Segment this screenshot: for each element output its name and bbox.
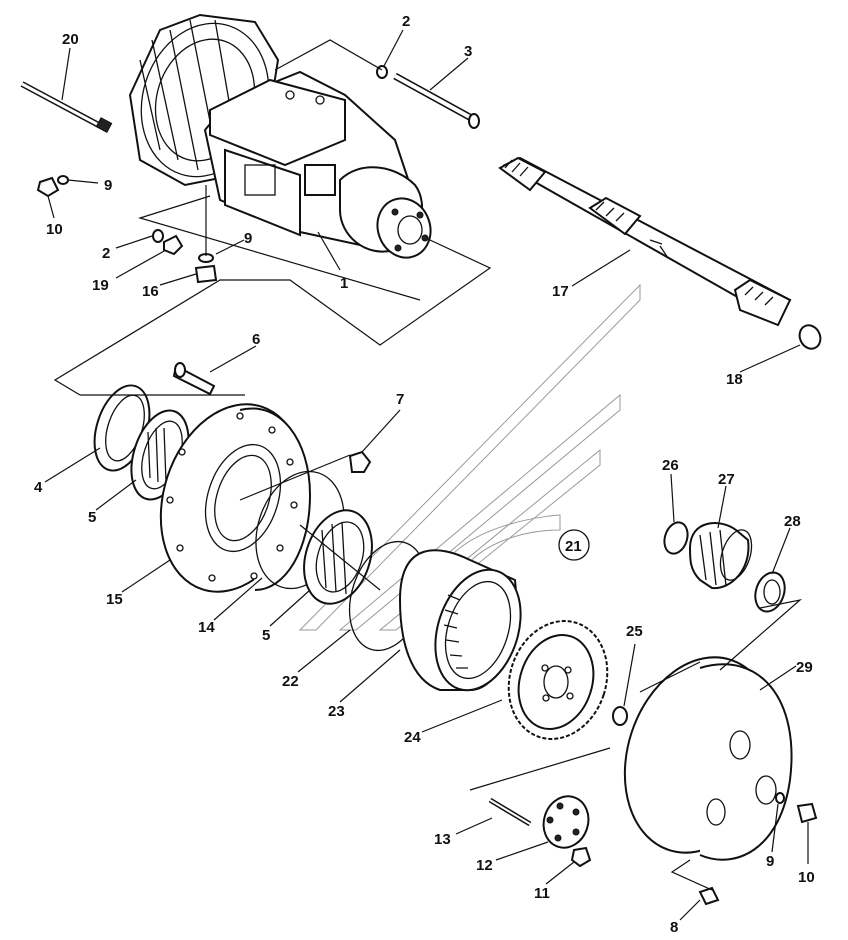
callout-17: 17 — [552, 283, 569, 300]
callout-2-left: 2 — [102, 245, 110, 262]
callout-10-left: 10 — [46, 221, 63, 238]
callout-28: 28 — [784, 513, 801, 530]
callout-27: 27 — [718, 471, 735, 488]
callout-3: 3 — [464, 43, 472, 60]
axle-shaft — [498, 156, 792, 327]
callout-11: 11 — [534, 885, 550, 902]
axle-housing — [128, 13, 432, 259]
callout-14: 14 — [198, 619, 215, 636]
callout-29: 29 — [796, 659, 813, 676]
callout-24: 24 — [404, 729, 421, 746]
small-fasteners-housing — [36, 65, 388, 284]
callout-4: 4 — [34, 479, 43, 496]
callout-6: 6 — [252, 331, 260, 348]
callout-labels: 1 2 2 3 4 5 5 6 7 8 9 9 9 10 10 11 12 13… — [34, 13, 815, 936]
callout-2-top: 2 — [402, 13, 410, 30]
callout-25: 25 — [626, 623, 643, 640]
callout-26: 26 — [662, 457, 679, 474]
callout-16: 16 — [142, 283, 159, 300]
callout-1: 1 — [340, 275, 348, 292]
callout-5-first: 5 — [88, 509, 96, 526]
reference-lines — [53, 39, 803, 891]
callout-13: 13 — [434, 831, 451, 848]
callout-21-circle — [558, 529, 590, 561]
callout-21: 21 — [565, 538, 582, 555]
callout-15: 15 — [106, 591, 123, 608]
callout-9-left: 9 — [104, 177, 112, 194]
callout-22: 22 — [282, 673, 299, 690]
long-bolt — [20, 81, 113, 133]
tie-bolt — [393, 72, 480, 129]
callout-9-right: 9 — [766, 853, 774, 870]
callout-20: 20 — [62, 31, 79, 48]
callout-8: 8 — [670, 919, 678, 936]
leaders — [44, 29, 809, 921]
callout-12: 12 — [476, 857, 493, 874]
callout-19: 19 — [92, 277, 109, 294]
callout-5-second: 5 — [262, 627, 270, 644]
callout-7: 7 — [396, 391, 404, 408]
snap-ring — [798, 324, 822, 350]
callout-10-right: 10 — [798, 869, 815, 886]
callout-9-mid: 9 — [244, 230, 252, 247]
callout-18: 18 — [726, 371, 743, 388]
callout-23: 23 — [328, 703, 345, 720]
watermark-logo — [298, 283, 641, 631]
hub-assembly — [93, 362, 818, 906]
